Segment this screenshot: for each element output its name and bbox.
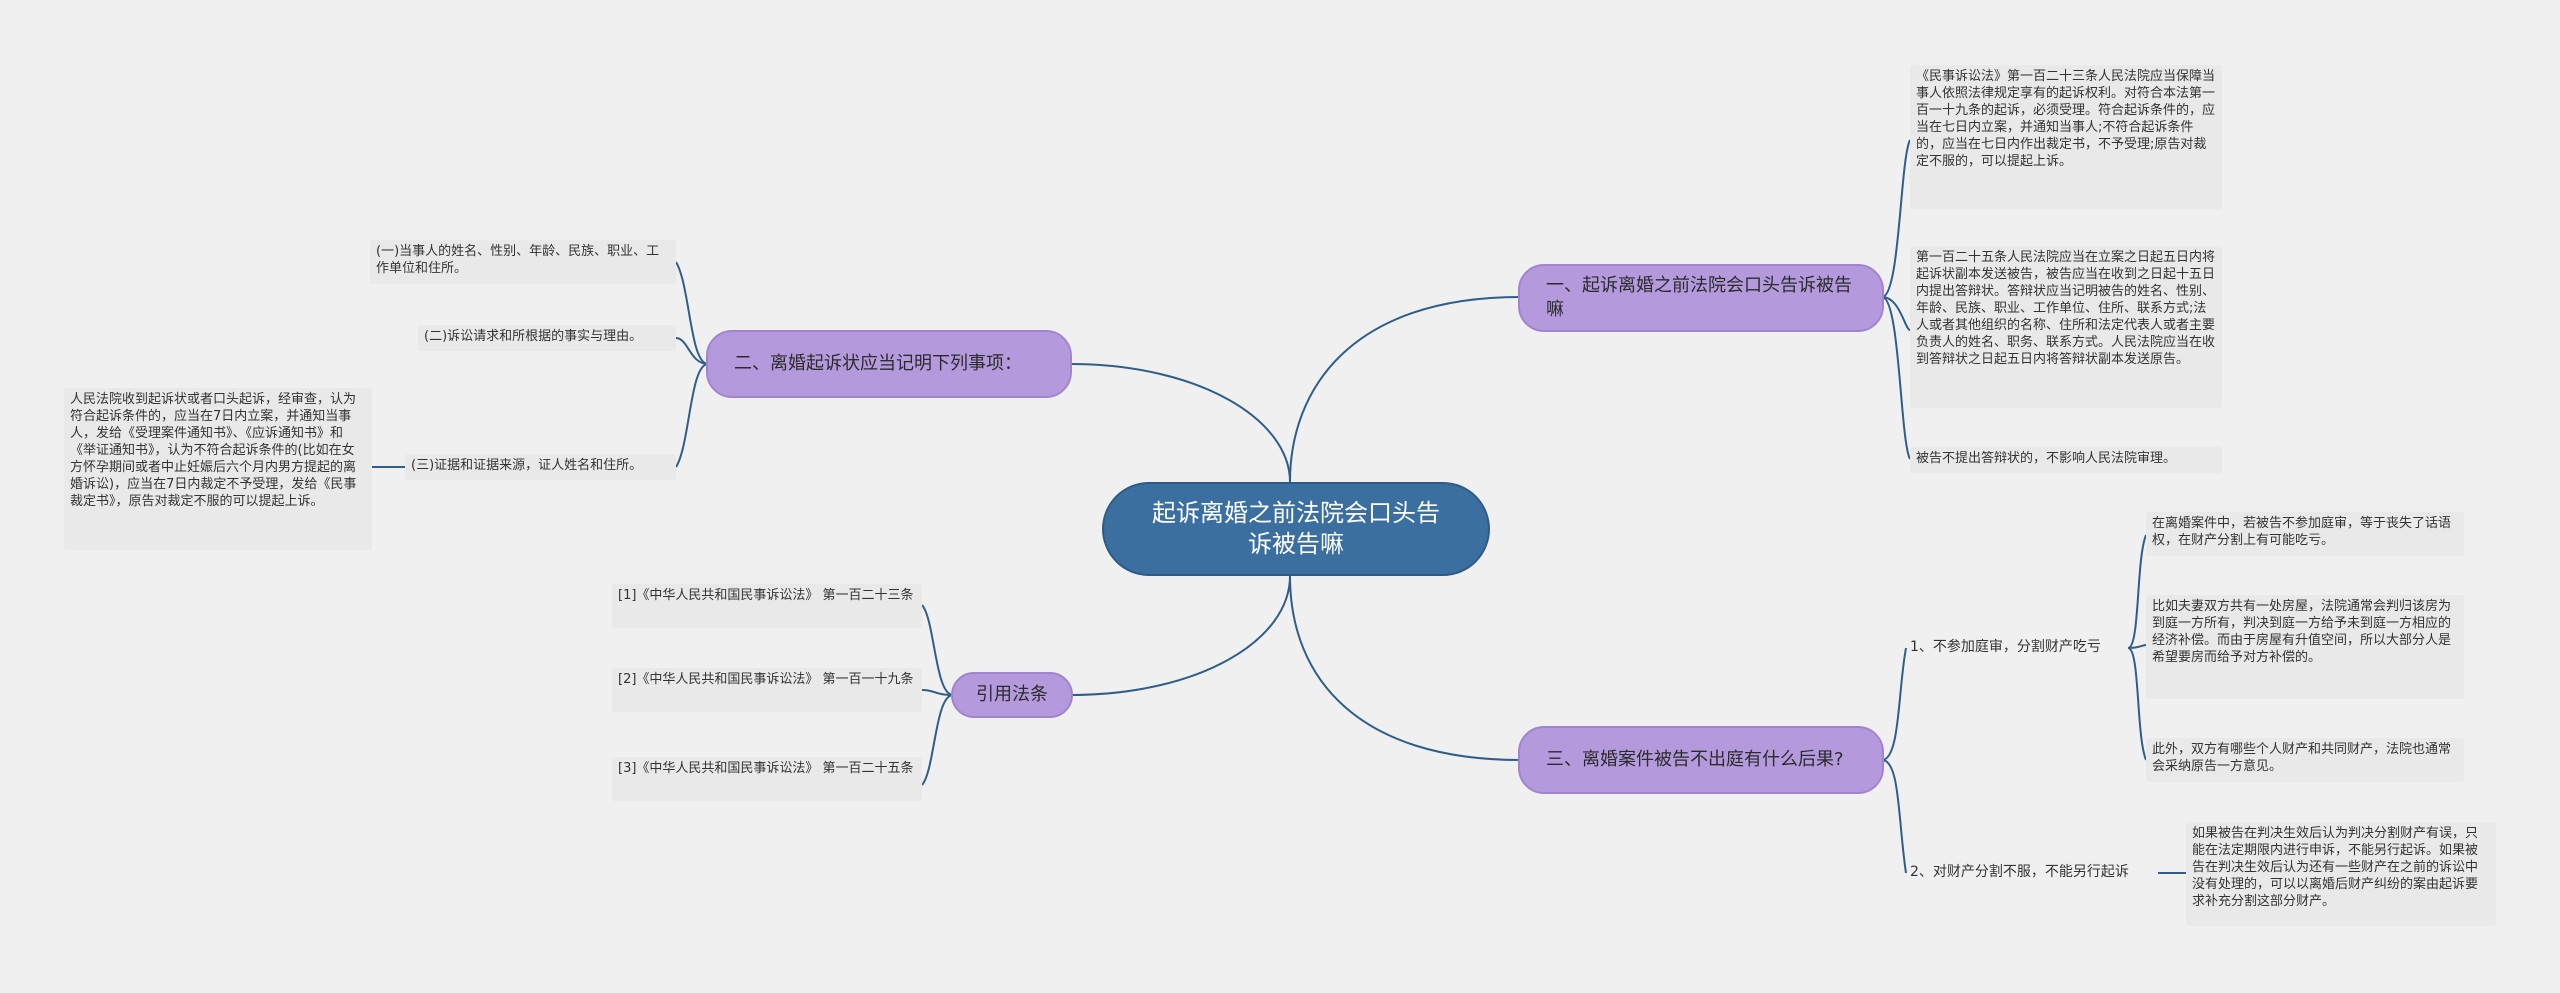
branch-3[interactable]: 三、离婚案件被告不出庭有什么后果? [1518, 726, 1884, 794]
branch-2-title: 二、离婚起诉状应当记明下列事项： [734, 353, 1022, 374]
b1-leaf-2: 第一百二十五条人民法院应当在立案之日起五日内将起诉状副本发送被告，被告应当在收到… [1910, 246, 2222, 408]
link-b4-bracket [921, 604, 954, 786]
b4-leaf-2: [2]《中华人民共和国民事诉讼法》 第一百一十九条 [612, 668, 922, 712]
branch-1[interactable]: 一、起诉离婚之前法院会口头告诉被告嘛 [1518, 264, 1884, 332]
b3-sub1-leaf-2: 比如夫妻双方共有一处房屋，法院通常会判归该房为到庭一方所有，判决到庭一方给予未到… [2146, 595, 2464, 699]
b2-note: 人民法院收到起诉状或者口头起诉，经审查，认为符合起诉条件的，应当在7日内立案，并… [64, 388, 372, 550]
root-topic[interactable]: 起诉离婚之前法院会口头告诉被告嘛 [1102, 482, 1490, 576]
link-root-b2 [1069, 363, 1291, 483]
link-b3-bracket [1881, 647, 1907, 874]
b3-sub1-leaf-1: 在离婚案件中，若被告不参加庭审，等于丧失了话语权，在财产分割上有可能吃亏。 [2146, 512, 2464, 556]
branch-4[interactable]: 引用法条 [951, 672, 1073, 718]
link-root-b4 [1069, 575, 1291, 696]
b4-leaf-1: [1]《中华人民共和国民事诉讼法》 第一百二十三条 [612, 584, 922, 628]
link-root-b3 [1289, 575, 1521, 761]
b3-sub1-leaf-3: 此外，双方有哪些个人财产和共同财产，法院也通常会采纳原告一方意见。 [2146, 738, 2464, 782]
b1-leaf-3: 被告不提出答辩状的，不影响人民法院审理。 [1910, 447, 2222, 473]
b4-leaf-3: [3]《中华人民共和国民事诉讼法》 第一百二十五条 [612, 757, 922, 801]
branch-1-title: 一、起诉离婚之前法院会口头告诉被告嘛 [1546, 275, 1852, 320]
link-sub1-bracket [2127, 534, 2147, 761]
root-title: 起诉离婚之前法院会口头告诉被告嘛 [1152, 499, 1440, 558]
b1-leaf-1: 《民事诉讼法》第一百二十三条人民法院应当保障当事人依照法律规定享有的起诉权利。对… [1910, 65, 2222, 209]
b3-sub-2[interactable]: 2、对财产分割不服，不能另行起诉 [1910, 864, 2129, 880]
b2-leaf-1: (一)当事人的姓名、性别、年龄、民族、职业、工作单位和住所。 [370, 240, 676, 284]
link-root-b1 [1289, 296, 1521, 483]
link-b1-bracket [1881, 139, 1911, 460]
link-b2-bracket [675, 261, 709, 468]
branch-4-title: 引用法条 [976, 684, 1048, 705]
b3-sub2-leaf-1: 如果被告在判决生效后认为判决分割财产有误，只能在法定期限内进行申诉，不能另行起诉… [2186, 822, 2496, 926]
branch-2[interactable]: 二、离婚起诉状应当记明下列事项： [706, 330, 1072, 398]
b2-leaf-3: (三)证据和证据来源，证人姓名和住所。 [405, 454, 676, 480]
branch-3-title: 三、离婚案件被告不出庭有什么后果? [1546, 749, 1844, 770]
b2-leaf-2: (二)诉讼请求和所根据的事实与理由。 [418, 325, 676, 351]
b3-sub-1[interactable]: 1、不参加庭审，分割财产吃亏 [1910, 639, 2101, 655]
